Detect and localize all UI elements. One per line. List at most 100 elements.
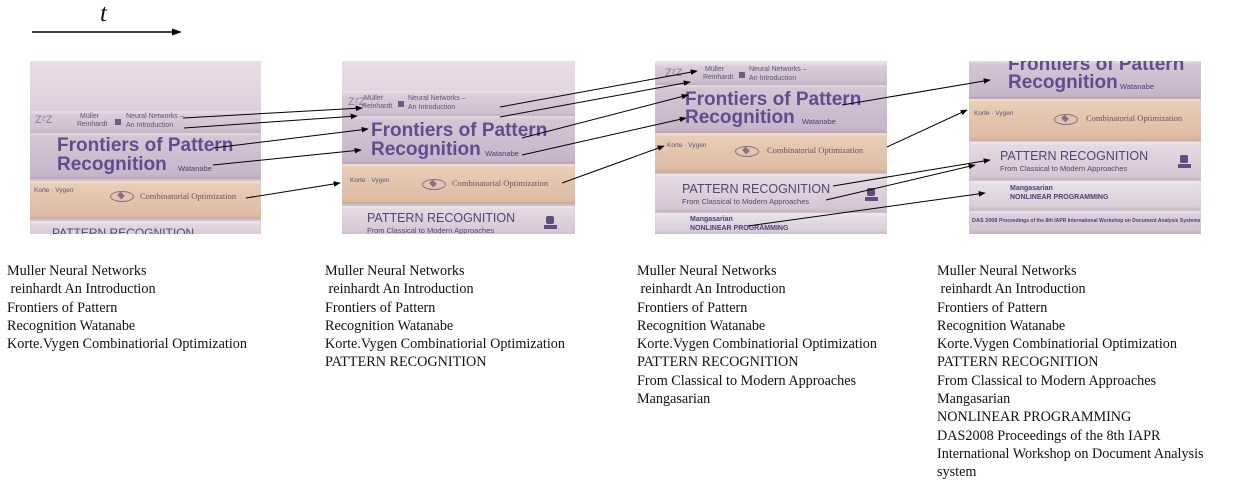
title-frontiers-2: Recognition (57, 154, 167, 175)
ocr-line: system (937, 464, 977, 481)
subtitle-from-classical: From Classical to Modern Approaches (367, 226, 495, 234)
author-korte-vygen: Korte · Vygen (667, 142, 707, 149)
ocr-line: Frontiers of Pattern (937, 299, 1048, 316)
author-reinhardt: Reinhardt (77, 121, 108, 128)
title-frontiers-2: Recognition (685, 107, 795, 128)
author-reinhardt: Reinhardt (703, 74, 734, 81)
title-pattern-recognition: PATTERN RECOGNITION (52, 226, 195, 234)
author-reinhardt: Reinhardt (362, 103, 393, 110)
arrow-f3-f4-nonlinear (747, 191, 986, 227)
arrow-f3-f4-pattern (832, 158, 991, 187)
title-an-introduction: An Introduction (126, 122, 174, 129)
author-watanabe: Watanabe (802, 117, 836, 126)
ocr-line: Muller Neural Networks (7, 263, 147, 279)
ocr-line: From Classical to Modern Approaches (637, 372, 857, 389)
das-label: DAS 2008 (972, 218, 998, 224)
title-frontiers-1: Frontiers of Pattern (371, 120, 548, 141)
subtitle-from-classical: From Classical to Modern Approaches (682, 197, 810, 206)
ocr-line: Frontiers of Pattern (637, 299, 748, 316)
ocr-line: Mangasarian (937, 391, 1011, 408)
title-frontiers-2: Recognition (371, 139, 481, 160)
author-watanabe: Watanabe (1120, 82, 1154, 91)
title-an-introduction: An Introduction (408, 104, 456, 111)
ocr-line: Recognition Watanabe (937, 317, 1066, 334)
arrow-f1-f2-recognition (212, 147, 362, 166)
book-frontiers: Frontiers of Pattern Recognition Watanab… (342, 116, 575, 164)
ocr-text-column-3: Muller Neural Networks reinhardt An Intr… (637, 262, 877, 408)
title-pattern-recognition: PATTERN RECOGNITION (682, 182, 831, 196)
ocr-line: From Classical to Modern Approaches (937, 372, 1157, 389)
ocr-line: PATTERN RECOGNITION (637, 354, 799, 371)
ocr-line: Korte.Vygen Combinatiorial Optimization (637, 336, 877, 353)
author-muller: Müller (80, 113, 100, 120)
ocr-line: Muller Neural Networks (637, 263, 777, 279)
author-watanabe: Watanabe (178, 164, 212, 173)
author-mangasarian: Mangasarian (690, 216, 733, 223)
author-muller: Müller (364, 95, 384, 102)
title-pattern-recognition: PATTERN RECOGNITION (367, 211, 516, 225)
ocr-line: Recognition Watanabe (7, 317, 136, 334)
book-frontiers: Frontiers of Pattern Recognition Watanab… (30, 133, 261, 179)
video-frame-3: ZᶻZ Müller Reinhardt Neural Networks – A… (655, 61, 887, 234)
title-combinatorial: Combinatorial Optimization (767, 145, 864, 155)
title-nonlinear: NONLINEAR PROGRAMMING (690, 225, 789, 232)
arrow-f2-f3-combinatorial (561, 145, 665, 184)
arrow-f1-f2-combinatorial (245, 181, 341, 199)
arrow-f2-f3-frontiers (521, 93, 689, 139)
author-korte-vygen: Korte · Vygen (34, 187, 74, 194)
arrow-f2-f3-neural (499, 69, 698, 108)
ocr-line: NONLINEAR PROGRAMMING (937, 409, 1132, 426)
video-frame-2: ZᶻZ Müller Reinhardt Neural Networks – A… (342, 61, 575, 234)
ocr-line: Frontiers of Pattern (7, 299, 118, 316)
book-nonlinear-programming: Mangasarian NONLINEAR PROGRAMMING (655, 213, 887, 234)
arrow-f2-f3-recognition (521, 116, 687, 156)
title-frontiers-1: Frontiers of Pattern (57, 135, 234, 156)
book-frontiers: Frontiers of Pattern Recognition Watanab… (655, 85, 887, 133)
arrow-f2-f3-introduction (499, 80, 691, 118)
title-an-introduction: An Introduction (749, 75, 797, 82)
arrow-f3-f4-frontiers (841, 78, 991, 106)
arrow-f3-f4-combinatorial (886, 109, 968, 148)
title-nonlinear: NONLINEAR PROGRAMMING (1010, 194, 1109, 201)
ocr-line: Frontiers of Pattern (325, 299, 436, 316)
book-nonlinear-programming: Mangasarian NONLINEAR PROGRAMMING (969, 181, 1201, 210)
book-neural-networks: ZᶻZ Müller Reinhardt Neural Networks – A… (655, 63, 887, 85)
subtitle-from-classical: From Classical to Modern Approaches (1000, 164, 1128, 173)
ocr-line: Mangasarian (637, 391, 711, 408)
book-neural-networks: ZᶻZ Müller Reinhardt Neural Networks – A… (342, 91, 575, 117)
ocr-text-column-4: Muller Neural Networks reinhardt An Intr… (937, 262, 1204, 482)
video-frame-4: Frontiers of Pattern Recognition Watanab… (969, 61, 1201, 234)
ocr-line: PATTERN RECOGNITION (937, 354, 1099, 371)
ocr-line: Korte.Vygen Combinatiorial Optimization (937, 336, 1177, 353)
book-combinatorial: Korte · Vygen Combinatorial Optimization (655, 133, 887, 173)
ocr-line: Muller Neural Networks (937, 263, 1077, 279)
video-frame-1: ZᶻZ Müller Reinhardt Neural Networks – A… (30, 61, 261, 234)
ocr-text-column-1: Muller Neural Networks reinhardt An Intr… (7, 262, 247, 353)
author-mangasarian: Mangasarian (1010, 185, 1053, 192)
ocr-line: PATTERN RECOGNITION (325, 354, 487, 371)
title-pattern-recognition: PATTERN RECOGNITION (1000, 149, 1149, 163)
time-arrow (32, 28, 182, 36)
book-das2008: DAS 2008 Proceedings of the 8th IAPR Int… (969, 211, 1201, 234)
ocr-line: reinhardt An Introduction (325, 281, 474, 298)
book-combinatorial: Korte · Vygen Combinatorial Optimization (342, 164, 575, 204)
title-combinatorial: Combinatorial Optimization (452, 178, 549, 188)
author-korte-vygen: Korte · Vygen (350, 177, 390, 184)
ocr-text-column-2: Muller Neural Networks reinhardt An Intr… (325, 262, 565, 372)
ocr-line: Recognition Watanabe (325, 317, 454, 334)
book-pattern-recognition: PATTERN RECOGNITION (30, 221, 261, 234)
arrow-f1-f2-frontiers (212, 126, 369, 149)
ocr-line: Korte.Vygen Combinatiorial Optimization (7, 336, 247, 353)
author-muller: Müller (705, 66, 725, 73)
arrow-f3-f4-from-classical (825, 163, 976, 201)
ocr-line: Korte.Vygen Combinatiorial Optimization (325, 336, 565, 353)
ocr-line: reinhardt An Introduction (937, 281, 1086, 298)
title-frontiers-2: Recognition (1008, 72, 1118, 93)
title-frontiers-1: Frontiers of Pattern (1008, 61, 1185, 75)
book-frontiers: Frontiers of Pattern Recognition Watanab… (969, 61, 1201, 99)
title-combinatorial: Combinatorial Optimization (140, 191, 237, 201)
title-neural-networks: Neural Networks – (408, 95, 466, 102)
title-neural-networks: Neural Networks – (126, 113, 184, 120)
author-watanabe: Watanabe (485, 149, 519, 158)
